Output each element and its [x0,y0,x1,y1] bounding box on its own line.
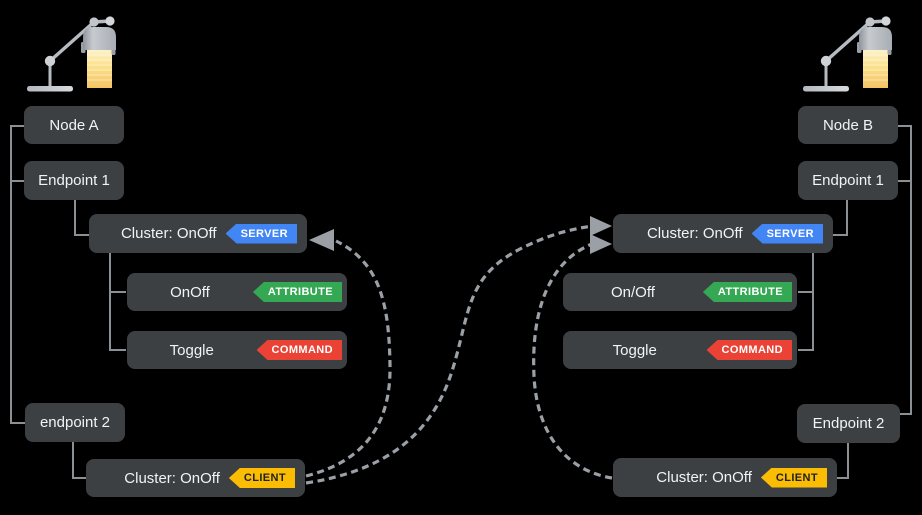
client-badge: CLIENT [760,467,827,488]
node-b-onoff-attribute-box: On/Off ATTRIBUTE [563,273,797,311]
node-b-label: Node B [822,116,874,134]
node-a-client-cluster-label: Cluster: OnOff [124,469,220,487]
binding-a-client-to-b-server [305,224,593,485]
command-badge: COMMAND [706,340,792,360]
tree-connectors [10,125,912,479]
arrowhead-left-icon [309,229,334,251]
node-a-label: Node A [49,116,99,134]
node-a-client-cluster-box: Cluster: OnOff CLIENT [86,459,305,497]
binding-b-client-to-b-server [532,242,613,480]
node-b-endpoint-1-label: Endpoint 1 [812,172,884,189]
client-badge: CLIENT [228,468,295,488]
server-badge: SERVER [225,223,297,244]
node-a-server-cluster-box: Cluster: OnOff SERVER [89,214,307,253]
node-b-endpoint-2-label: Endpoint 2 [812,415,885,432]
arrowhead-right-lower-icon [590,234,612,254]
node-a-endpoint-2-box: endpoint 2 [25,403,125,442]
attribute-badge: ATTRIBUTE [252,282,342,302]
node-a-endpoint-2-label: endpoint 2 [39,414,111,431]
attribute-badge: ATTRIBUTE [702,282,792,302]
server-badge: SERVER [751,223,823,244]
node-b-client-cluster-box: Cluster: OnOff CLIENT [613,458,837,497]
node-b-endpoint-2-box: Endpoint 2 [797,404,900,443]
node-a-command-label: Toggle [169,341,214,359]
node-b-endpoint-1-box: Endpoint 1 [798,161,898,200]
node-b-server-cluster-box: Cluster: OnOff SERVER [613,214,833,253]
node-a-endpoint-1-box: Endpoint 1 [24,161,124,200]
node-b-toggle-command-box: Toggle COMMAND [563,331,797,369]
node-a-onoff-attribute-box: OnOff ATTRIBUTE [127,273,347,311]
node-b-client-cluster-label: Cluster: OnOff [656,469,752,486]
node-a-toggle-command-box: Toggle COMMAND [127,331,347,369]
node-b-command-label: Toggle [612,341,657,359]
node-a-endpoint-1-label: Endpoint 1 [38,172,110,189]
binding-arrows [305,224,613,485]
node-a-attribute-label: OnOff [170,283,210,301]
command-badge: COMMAND [256,340,342,360]
node-a-box: Node A [24,106,124,144]
node-b-attribute-label: On/Off [610,283,655,301]
arrowheads [309,216,612,254]
binding-a-client-to-a-server [305,239,392,478]
arrowhead-right-upper-icon [590,216,612,236]
node-a-server-cluster-label: Cluster: OnOff [120,225,217,242]
node-b-server-cluster-label: Cluster: OnOff [646,225,743,242]
node-b-box: Node B [798,106,898,144]
